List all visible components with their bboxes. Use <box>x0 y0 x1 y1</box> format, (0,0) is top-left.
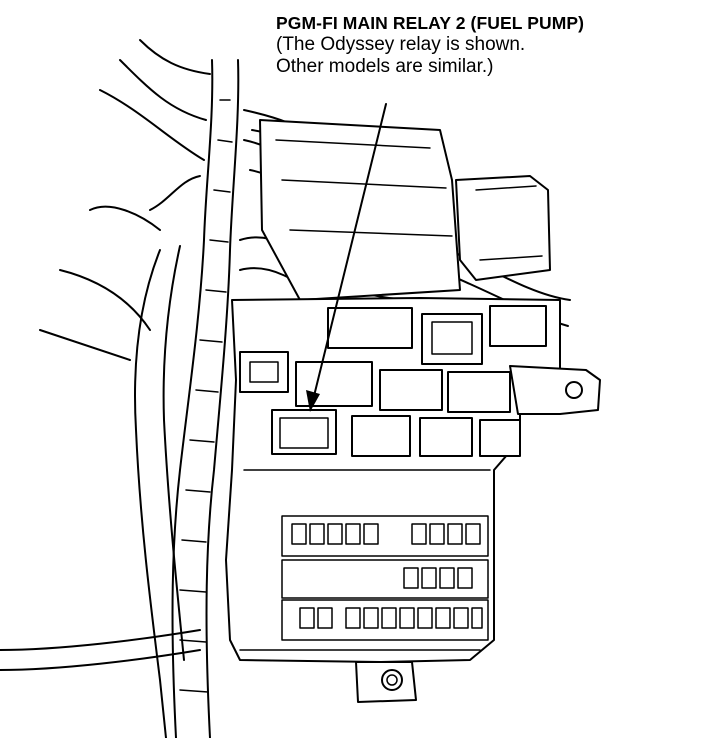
relay-row-top <box>327 305 547 365</box>
relay-row-middle <box>239 351 511 413</box>
relay-row-bottom <box>271 409 521 457</box>
callout-leader-arrow <box>306 103 387 412</box>
mounting-bracket <box>509 365 601 415</box>
upper-relay-block <box>259 119 551 301</box>
callout-title: PGM-FI MAIN RELAY 2 (FUEL PUMP) <box>276 13 585 33</box>
relay-callout: PGM-FI MAIN RELAY 2 (FUEL PUMP) (The Ody… <box>276 12 584 78</box>
callout-note-line-1: (The Odyssey relay is shown. <box>276 34 526 55</box>
left-wire-harness <box>0 39 240 738</box>
callout-note-line-2: Other models are similar.) <box>276 56 494 77</box>
fuse-row-3 <box>281 599 489 641</box>
fuse-row-2 <box>281 559 489 599</box>
fuse-row-1 <box>281 515 489 557</box>
bottom-mount-tab <box>355 661 417 703</box>
